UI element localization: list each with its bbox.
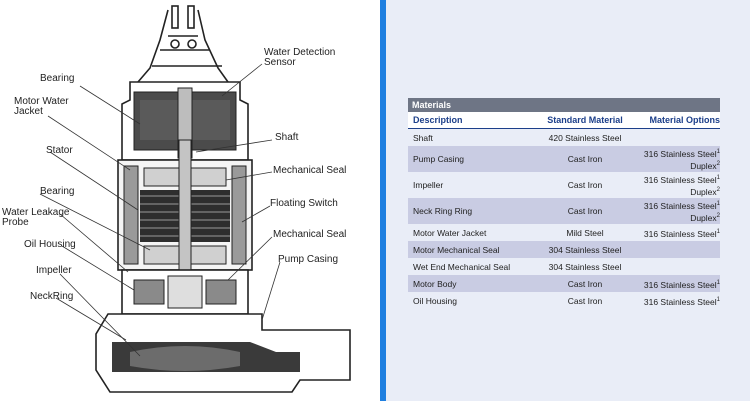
panel-divider (380, 0, 386, 401)
label-oil-housing: Oil Housing (24, 239, 76, 250)
option-line: Duplex2 (690, 160, 720, 171)
table-row: Shaft 420 Stainless Steel (408, 129, 720, 146)
option-line: 316 Stainless Steel1 (643, 279, 720, 290)
oil-housing-part (121, 269, 249, 315)
cell-standard-material: Mild Steel (566, 227, 604, 238)
table-row: Wet End Mechanical Seal 304 Stainless Ste… (408, 258, 720, 275)
cell-material-options: 316 Stainless Steel1 (633, 295, 720, 307)
header-material-options: Material Options (649, 115, 720, 125)
cell-material-options: 316 Stainless Steel1 (633, 278, 720, 290)
materials-table-title: Materials (408, 98, 720, 112)
label-floating-switch: Floating Switch (270, 198, 338, 209)
cell-description: Motor Mechanical Seal (413, 244, 500, 255)
cell-description: Motor Water Jacket (413, 227, 487, 238)
cell-standard-material: 420 Stainless Steel (548, 132, 622, 143)
label-stator: Stator (46, 145, 73, 156)
materials-table: Materials Description Standard Material … (408, 98, 720, 309)
table-row: Motor Water Jacket Mild Steel 316 Stainles… (408, 224, 720, 241)
label-bearing-top: Bearing (40, 73, 75, 84)
option-line: 316 Stainless Steel1 (643, 201, 720, 211)
label-motor-water-jacket: Motor Water Jacket (14, 96, 69, 117)
table-row: Motor Mechanical Seal 304 Stainless Steel (408, 241, 720, 258)
label-water-leakage-probe: Water Leakage Probe (2, 207, 70, 228)
table-row: Pump Casing Cast Iron 316 Stainless Steel1… (408, 146, 720, 172)
label-neck-ring: NeckRing (30, 291, 74, 302)
option-line: Duplex2 (690, 212, 720, 223)
leader-lines (39, 63, 281, 357)
cell-description: Neck Ring Ring (413, 206, 473, 216)
pump-cutaway-diagram: Water Detection Sensor Bearing Motor Wat… (2, 5, 351, 393)
lifting-frame (137, 5, 229, 83)
cell-standard-material: 304 Stainless Steel (548, 244, 622, 255)
label-water-detection-sensor: Water Detection Sensor (264, 47, 336, 68)
label-mechanical-seal-bottom: Mechanical Seal (273, 229, 347, 240)
cell-standard-material: Cast Iron (567, 295, 603, 306)
header-description: Description (413, 115, 463, 125)
materials-panel: Materials Description Standard Material … (386, 0, 750, 401)
option-line: 316 Stainless Steel1 (643, 175, 720, 185)
cell-standard-material: Cast Iron (567, 278, 603, 289)
table-row: Neck Ring Ring Cast Iron 316 Stainless Ste… (408, 198, 720, 224)
cell-description: Wet End Mechanical Seal (413, 261, 511, 272)
materials-table-header: Description Standard Material Material O… (408, 112, 720, 129)
cell-standard-material: Cast Iron (567, 154, 603, 164)
table-row: Motor Body Cast Iron 316 Stainless Steel1 (408, 275, 720, 292)
cell-standard-material: Cast Iron (567, 206, 603, 216)
cell-description: Motor Body (413, 278, 457, 289)
option-line: 316 Stainless Steel1 (643, 149, 720, 159)
header-standard-material: Standard Material (547, 115, 623, 125)
table-row: Oil Housing Cast Iron 316 Stainless Steel1 (408, 292, 720, 309)
label-shaft: Shaft (275, 132, 299, 143)
pump-casing-part (95, 313, 351, 393)
cell-standard-material: Cast Iron (567, 180, 603, 190)
label-mechanical-seal-top: Mechanical Seal (273, 165, 347, 176)
option-line: 316 Stainless Steel1 (643, 296, 720, 307)
label-bearing-bottom: Bearing (40, 186, 75, 197)
pump-drawing (39, 5, 351, 393)
cell-description: Pump Casing (413, 154, 465, 164)
cell-description: Shaft (413, 132, 433, 143)
option-line: Duplex2 (690, 186, 720, 197)
label-pump-casing: Pump Casing (278, 254, 339, 265)
label-impeller: Impeller (36, 265, 72, 276)
cell-standard-material: 304 Stainless Steel (548, 261, 622, 272)
option-line: 316 Stainless Steel1 (643, 228, 720, 239)
cell-description: Impeller (413, 180, 444, 190)
cell-description: Oil Housing (413, 295, 457, 306)
cell-material-options: 316 Stainless Steel1 (633, 227, 720, 239)
